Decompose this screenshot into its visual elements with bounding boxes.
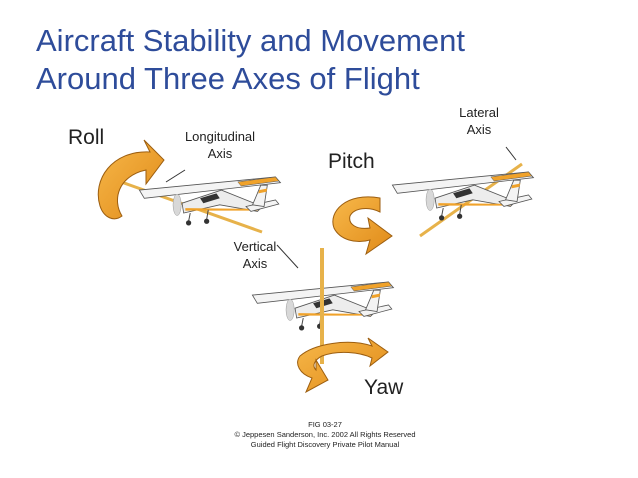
title-line-1: Aircraft Stability and Movement [36,23,466,58]
lateral-leader [505,146,517,161]
lateral-axis-label-line-1: Lateral [459,105,499,120]
title-line-2: Around Three Axes of Flight [36,61,420,96]
roll-label: Roll [68,126,105,149]
figure-credit: FIG 03-27 © Jeppesen Sanderson, Inc. 200… [190,420,460,450]
roll-arrow [97,139,165,220]
longitudinal-leader [165,169,186,183]
copyright-text: © Jeppesen Sanderson, Inc. 2002 All Righ… [234,430,416,439]
vertical-leader [276,244,299,269]
figure-number: FIG 03-27 [308,420,342,429]
vertical-axis-label-line-2: Axis [242,256,268,271]
pitch-plane [391,162,534,238]
pitch-arrow [332,196,393,256]
slide-title: Aircraft Stability and Movement Around T… [36,22,626,98]
yaw-arrow [297,337,389,394]
longitudinal-axis-label-line-1: Longitudinal [184,129,256,144]
lateral-axis-label: Lateral Axis [444,104,514,138]
yaw-label: Yaw [364,376,404,399]
longitudinal-axis-label-line-2: Axis [207,146,233,161]
source-text: Guided Flight Discovery Private Pilot Ma… [250,440,400,449]
longitudinal-axis-label: Longitudinal Axis [172,128,268,162]
pitch-label: Pitch [328,150,375,173]
yaw-plane [251,248,394,364]
lateral-axis-label-line-2: Axis [466,122,492,137]
vertical-axis-label-line-1: Vertical [233,239,277,254]
roll-plane [109,176,281,234]
vertical-axis-label: Vertical Axis [220,238,290,272]
